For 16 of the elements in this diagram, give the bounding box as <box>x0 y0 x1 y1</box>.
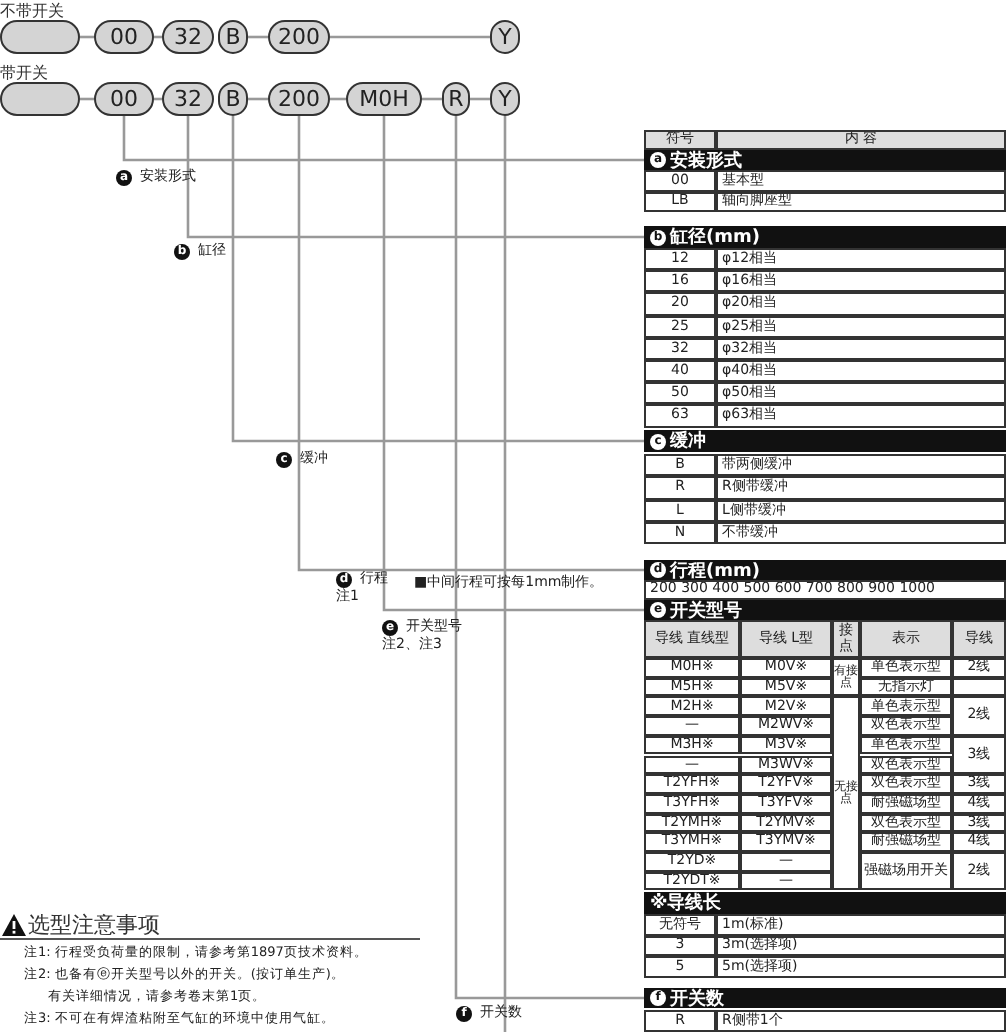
connector-line <box>330 35 490 39</box>
leader-line <box>454 116 644 1000</box>
connector-line <box>248 35 268 39</box>
heading-text: 选型注意事项 <box>28 910 160 940</box>
leader-line <box>186 116 644 239</box>
section-header: ※导线长 <box>644 892 1006 914</box>
heading-text: 不带开关 <box>0 0 64 22</box>
leader-line <box>503 116 507 1032</box>
leader-line <box>122 116 644 162</box>
leader-line <box>382 116 644 612</box>
connector-line <box>422 97 442 101</box>
heading-text: 带开关 <box>0 62 48 84</box>
leader-line <box>231 116 644 443</box>
leader-line <box>297 116 644 572</box>
connector-line <box>248 97 268 101</box>
connector-line <box>470 97 490 101</box>
